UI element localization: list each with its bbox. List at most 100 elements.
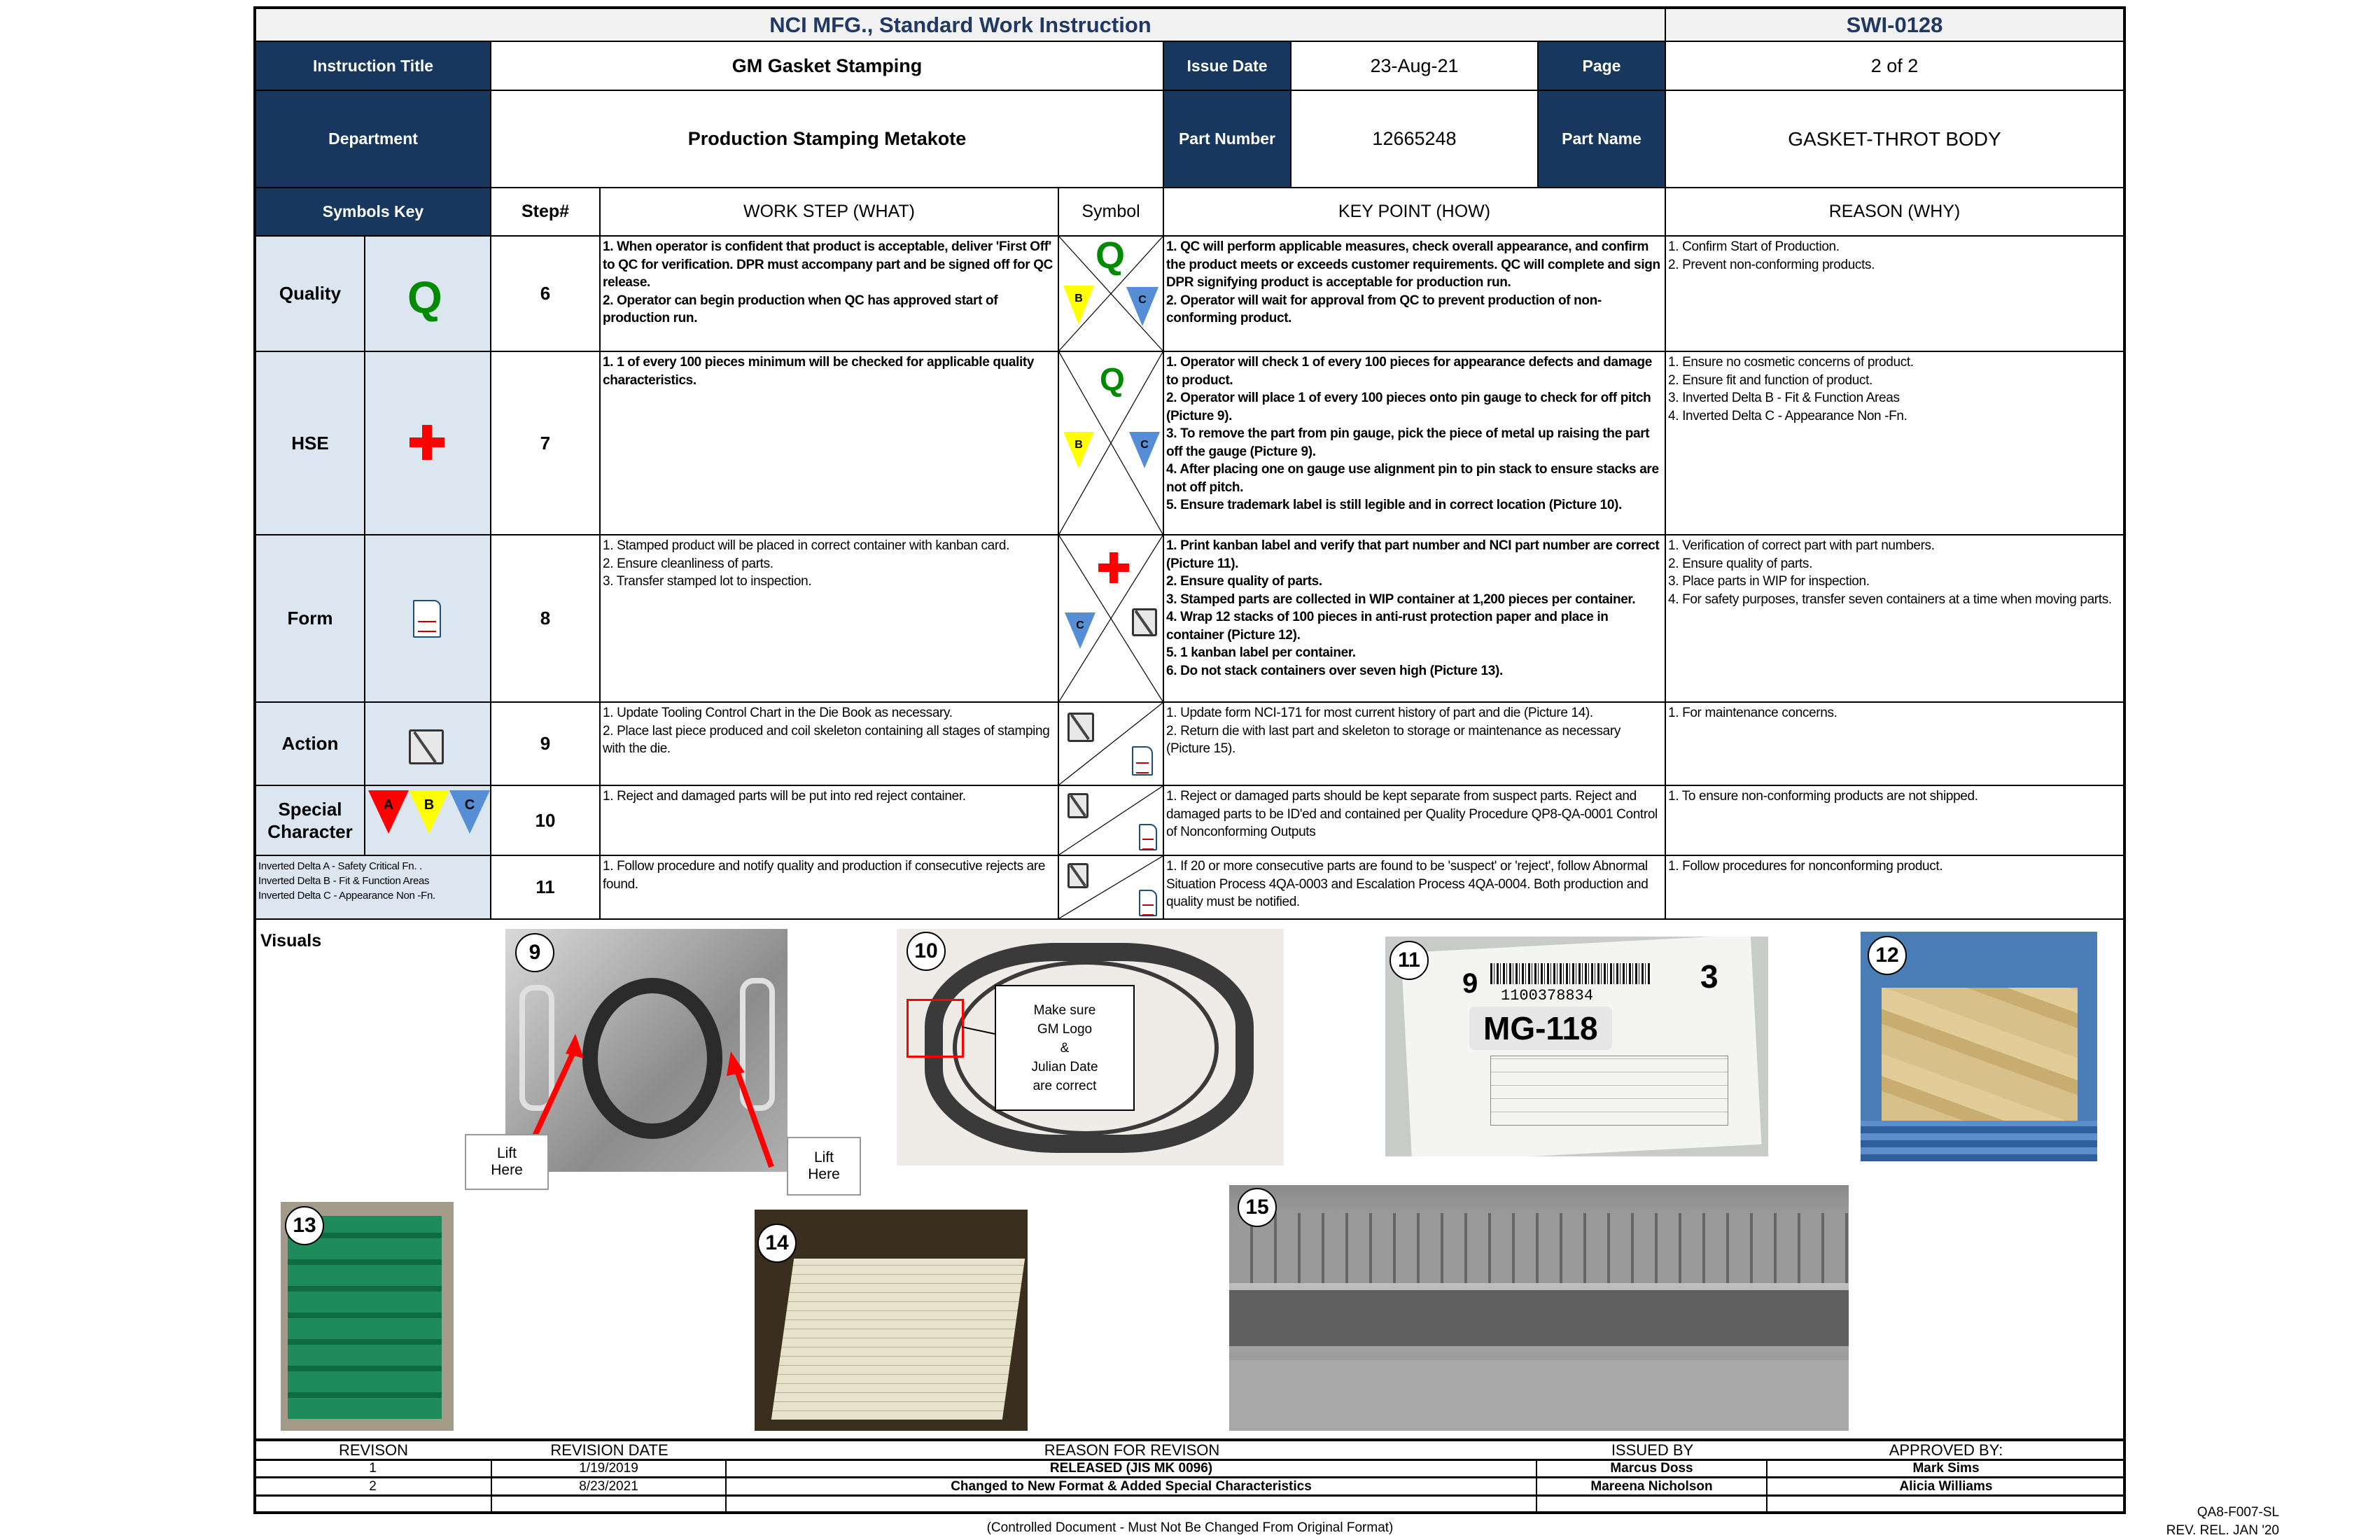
clipboard-icon xyxy=(1068,713,1094,742)
document-title: NCI MFG., Standard Work Instruction xyxy=(255,8,1666,42)
label-table xyxy=(1490,1056,1728,1126)
list-item: 2. Place last piece produced and coil sk… xyxy=(603,723,1050,757)
empty-cell xyxy=(492,1497,727,1514)
empty-cell xyxy=(727,1497,1537,1514)
legend-delta-a: Inverted Delta A - Safety Critical Fn. . xyxy=(258,860,422,872)
revision-date: 8/23/2021 xyxy=(492,1478,727,1494)
issue-date-label: Issue Date xyxy=(1163,41,1292,91)
list-item: 1. When operator is confident that produ… xyxy=(603,239,1054,290)
revision-reason: Changed to New Format & Added Special Ch… xyxy=(727,1478,1537,1494)
key-form-label: Form xyxy=(255,534,365,703)
key-action-label: Action xyxy=(255,701,365,786)
picture-13: 13 xyxy=(281,1202,454,1431)
die-base xyxy=(1229,1360,1849,1431)
docs-icon xyxy=(1132,746,1153,776)
die-skeleton xyxy=(1229,1213,1849,1283)
key-point-cell: 1. Reject or damaged parts should be kep… xyxy=(1163,785,1666,856)
diagonal-line xyxy=(1059,856,1163,918)
picture-12: 12 xyxy=(1861,932,2097,1161)
docs-icon xyxy=(413,600,441,638)
clipboard-icon xyxy=(1132,608,1157,636)
key-special-icon-cell: A B C xyxy=(364,785,491,856)
revision-header-row: REVISON REVISION DATE REASON FOR REVISON… xyxy=(255,1441,2124,1461)
symbol-cell xyxy=(1058,785,1164,856)
step-number: 11 xyxy=(490,855,601,920)
list-item: 2. Operator can begin production when QC… xyxy=(603,293,998,326)
callout-line: Make sure xyxy=(1033,1002,1096,1018)
lift-here-callout-right: Lift Here xyxy=(787,1137,861,1196)
diagonal-line xyxy=(1059,786,1163,855)
list-item: 2. Return die with last part and skeleto… xyxy=(1166,723,1620,757)
key-quality-icon-cell: Q xyxy=(364,235,491,352)
approved-by-header: APPROVED BY: xyxy=(1889,1441,2003,1459)
work-step-header: WORK STEP (WHAT) xyxy=(599,187,1059,237)
clipboard-icon xyxy=(409,729,444,764)
pointer-line xyxy=(961,1026,995,1035)
empty-cell xyxy=(1537,1497,1768,1514)
list-item: 1. Confirm Start of Production. xyxy=(1668,239,1840,254)
key-point-cell: 1. QC will perform applicable measures, … xyxy=(1163,235,1666,352)
list-item: 5. 1 kanban label per container. xyxy=(1166,645,1356,660)
key-quality-label: Quality xyxy=(255,235,365,352)
quality-q-icon: Q xyxy=(407,272,442,323)
symbol-cell: C xyxy=(1058,534,1164,703)
symbol-cell xyxy=(1058,701,1164,786)
quality-q-icon: Q xyxy=(1096,235,1126,276)
key-hse-label: HSE xyxy=(255,351,365,536)
revision-row: 1 1/19/2019 RELEASED (JIS MK 0096) Marcu… xyxy=(255,1461,2124,1478)
list-item: 2. Ensure quality of parts. xyxy=(1166,574,1322,589)
list-item: 4. For safety purposes, transfer seven c… xyxy=(1668,592,2112,607)
revision-issued-by: Marcus Doss xyxy=(1537,1461,1768,1476)
reason-cell: 1. Follow procedures for nonconforming p… xyxy=(1665,855,2124,920)
list-item: 1. If 20 or more consecutive parts are f… xyxy=(1166,859,1648,909)
special-label-line2: Character xyxy=(267,821,353,842)
list-item: 5. Ensure trademark label is still legib… xyxy=(1166,498,1622,512)
part-name-value: GASKET-THROT BODY xyxy=(1665,90,2124,188)
list-item: 3. Transfer stamped lot to inspection. xyxy=(603,574,812,589)
list-item: 1. For maintenance concerns. xyxy=(1668,706,1837,720)
container-rim xyxy=(1861,1121,2097,1161)
revision-approved-by: Mark Sims xyxy=(1912,1461,1980,1476)
symbols-key-header: Symbols Key xyxy=(255,187,491,237)
list-item: 1. Verification of correct part with par… xyxy=(1668,538,1935,553)
wrapped-parts xyxy=(1882,988,2078,1121)
list-item: 1. Reject or damaged parts should be kep… xyxy=(1166,789,1658,839)
form-revision: REV. REL. JAN '20 xyxy=(2166,1523,2279,1538)
work-step-cell: 1. Stamped product will be placed in cor… xyxy=(599,534,1059,703)
handle-right xyxy=(740,978,775,1111)
callout-line: GM Logo xyxy=(1037,1021,1093,1037)
page-value: 2 of 2 xyxy=(1665,41,2124,91)
instruction-title-value: GM Gasket Stamping xyxy=(490,41,1164,91)
revision-header: REVISON xyxy=(338,1441,409,1459)
list-item: 1. Follow procedure and notify quality a… xyxy=(603,859,1046,892)
tag-right-number: 3 xyxy=(1700,958,1718,995)
department-value: Production Stamping Metakote xyxy=(490,90,1164,188)
work-step-cell: 1. When operator is confident that produ… xyxy=(599,235,1059,352)
symbol-cell xyxy=(1058,855,1164,920)
revision-date: 1/19/2019 xyxy=(492,1461,727,1476)
die-block xyxy=(1229,1290,1849,1346)
picture-number: 12 xyxy=(1868,936,1907,975)
picture-number: 11 xyxy=(1390,941,1429,980)
x-lines xyxy=(1059,352,1163,534)
delta-legend: Inverted Delta A - Safety Critical Fn. .… xyxy=(255,855,491,920)
barcode-number: 1100378834 xyxy=(1501,987,1594,1004)
legend-delta-b: Inverted Delta B - Fit & Function Areas xyxy=(258,875,430,887)
clipboard-icon xyxy=(1068,863,1088,888)
list-item: 1. Update Tooling Control Chart in the D… xyxy=(603,706,953,720)
step-number: 9 xyxy=(490,701,601,786)
list-item: 4. Inverted Delta C - Appearance Non -Fn… xyxy=(1668,408,1907,424)
gasket-hole xyxy=(953,960,1219,1135)
list-item: 4. After placing one on gauge use alignm… xyxy=(1166,462,1659,495)
list-item: 2. Ensure cleanliness of parts. xyxy=(603,556,774,571)
stacked-containers xyxy=(288,1216,442,1419)
reason-for-revision-header: REASON FOR REVISON xyxy=(1044,1441,1220,1459)
symbol-header: Symbol xyxy=(1058,187,1164,237)
barcode xyxy=(1490,963,1651,984)
special-label-line1: Special xyxy=(278,798,342,820)
list-item: 3. Inverted Delta B - Fit & Function Are… xyxy=(1668,391,1900,405)
callout-line: are correct xyxy=(1032,1078,1097,1093)
list-item: 1. Operator will check 1 of every 100 pi… xyxy=(1166,355,1652,388)
visuals-label: Visuals xyxy=(260,931,322,951)
empty-cell xyxy=(255,1497,492,1514)
